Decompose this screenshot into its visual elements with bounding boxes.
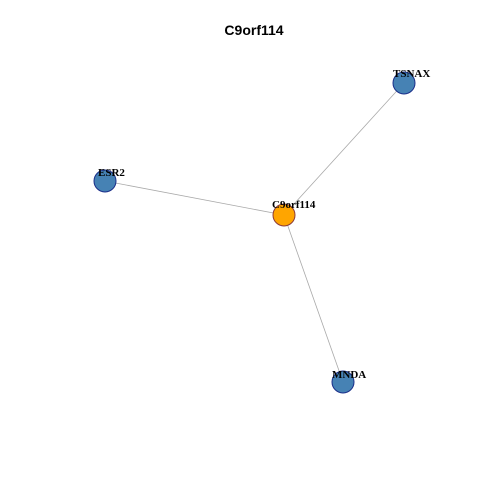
edge-c9orf114-esr2 [104, 180, 285, 216]
edge-c9orf114-mnda [283, 214, 344, 383]
node-label-esr2: ESR2 [98, 167, 125, 179]
edge-c9orf114-tsnax [283, 82, 405, 216]
graph-title: C9orf114 [224, 22, 283, 38]
node-esr2 [93, 169, 117, 193]
node-tsnax [392, 71, 416, 95]
edges-layer [104, 82, 405, 383]
nodes-layer [93, 71, 416, 394]
node-mnda [331, 370, 355, 394]
node-label-tsnax: TSNAX [393, 68, 430, 80]
node-label-c9orf114: C9orf114 [272, 199, 316, 211]
node-c9orf114 [272, 203, 296, 227]
node-label-mnda: MNDA [332, 369, 366, 381]
